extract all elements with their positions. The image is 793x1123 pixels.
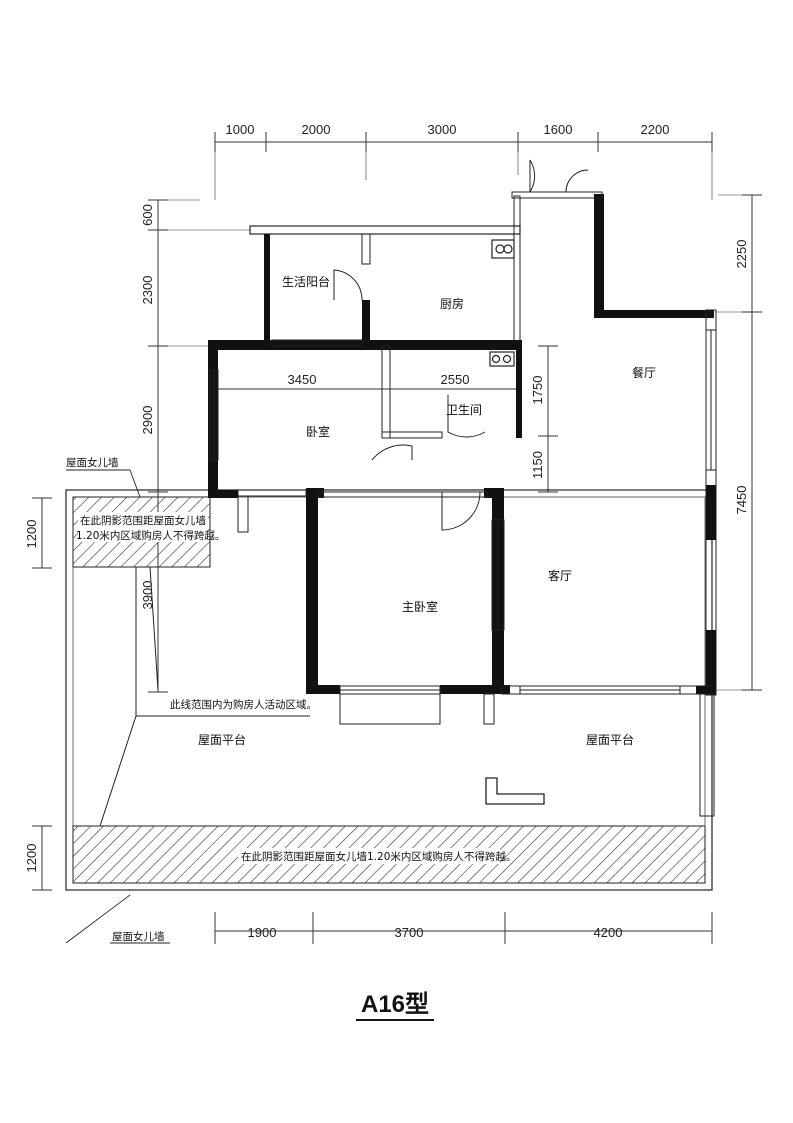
dim-top-1: 1000 [226, 122, 255, 137]
inner-horizontal-dimension [214, 382, 521, 396]
room-roof-terrace-right: 屋面平台 [586, 732, 634, 747]
room-master-bedroom: 主卧室 [402, 599, 438, 614]
doors [333, 159, 589, 531]
dim-inner-2: 1150 [530, 451, 545, 479]
left-dimension-line [148, 199, 250, 693]
dim-bottom-3: 4200 [594, 925, 623, 940]
room-utility-balcony: 生活阳台 [282, 274, 330, 289]
hatch-top-note-bg [78, 512, 208, 542]
room-living: 客厅 [548, 568, 572, 583]
dim-bottom-1: 1900 [248, 925, 277, 940]
room-roof-terrace-left: 屋面平台 [198, 732, 246, 747]
dim-left-1: 600 [140, 204, 155, 226]
parapet-label-top: 屋面女儿墙 [66, 456, 119, 469]
dim-parapet-bottom: 1200 [24, 844, 39, 873]
hatch-top-note-line1: 在此阴影范围距屋面女儿墙 [80, 514, 206, 527]
activity-area-note: 此线范围内为购房人活动区域。 [170, 698, 317, 711]
dim-right-1: 2250 [734, 240, 749, 269]
dim-left-2: 2300 [140, 276, 155, 305]
activity-area-boundary [99, 566, 310, 827]
dim-right-2: 7450 [734, 486, 749, 515]
windows [209, 329, 717, 695]
dim-inner-1: 1750 [530, 376, 545, 405]
bottom-dimension-line [214, 912, 713, 944]
hatch-bottom-note-bg [238, 848, 500, 864]
terrace-marker [485, 777, 545, 805]
dim-top-3: 3000 [428, 122, 457, 137]
right-dimension-line [715, 194, 762, 691]
dim-bottom-2: 3700 [395, 925, 424, 940]
inner-vertical-dimension [538, 345, 558, 493]
parapet-leader-bottom [65, 894, 170, 944]
room-bedroom: 卧室 [306, 424, 330, 439]
hatch-top-note-line2: 1.20米内区域购房人不得跨越。 [76, 529, 225, 542]
dim-row-1: 3450 [288, 372, 317, 387]
bay-window-ledges [237, 495, 715, 817]
plan-title: A16型 [361, 991, 429, 1018]
parapet-label-bottom: 屋面女儿墙 [112, 930, 165, 943]
dim-top-4: 1600 [544, 122, 573, 137]
dim-left-3: 2900 [140, 406, 155, 435]
parapet-leader-top [66, 469, 141, 498]
walls [208, 191, 717, 696]
top-dimension-line [214, 132, 713, 200]
room-dining: 餐厅 [632, 365, 656, 380]
left-parapet-dimension [32, 497, 52, 891]
dim-parapet-top: 1200 [24, 520, 39, 549]
room-kitchen: 厨房 [440, 296, 464, 311]
dim-top-2: 2000 [302, 122, 331, 137]
hatch-bottom-note: 在此阴影范围距屋面女儿墙1.20米内区域购房人不得跨越。 [241, 850, 516, 863]
fixtures [489, 239, 515, 367]
room-bathroom: 卫生间 [446, 403, 482, 417]
dim-row-2: 2550 [441, 372, 470, 387]
dim-top-5: 2200 [641, 122, 670, 137]
